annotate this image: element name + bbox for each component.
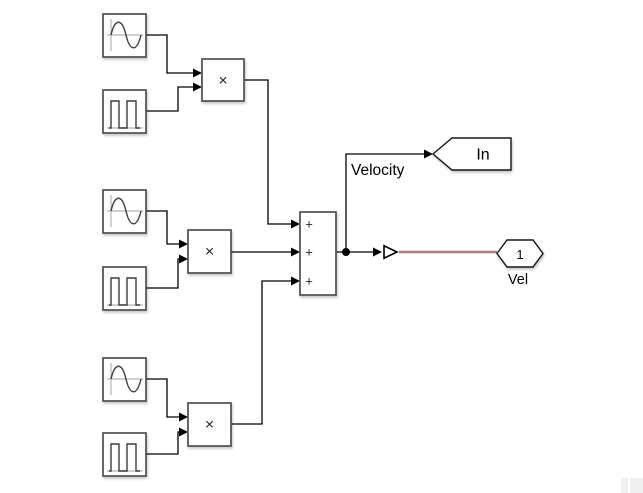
pulse-generator-block-2[interactable] — [102, 266, 147, 311]
sum-plus-input-3: + — [305, 274, 313, 289]
sine-wave-block-2[interactable] — [102, 189, 147, 234]
product-block-2[interactable]: × — [187, 229, 232, 274]
pulse-generator-block-1[interactable] — [102, 89, 147, 134]
arrowhead — [193, 82, 202, 92]
branch-point[interactable] — [342, 248, 350, 256]
outport-number: 1 — [516, 247, 523, 262]
wire-sine1-to-product1[interactable] — [146, 34, 194, 74]
wire-pulse3-to-product3[interactable] — [146, 431, 180, 455]
arrowhead — [179, 412, 188, 422]
arrowhead — [193, 68, 202, 78]
arrowhead — [291, 219, 300, 229]
outport-signal — [383, 244, 497, 260]
signal-label-velocity[interactable]: Velocity — [351, 162, 405, 179]
outport-block[interactable]: 1 — [496, 239, 544, 268]
watermark-fragment-2 — [630, 478, 643, 493]
goto-tag-label: In — [476, 147, 489, 164]
product-block-3[interactable]: × — [187, 402, 232, 447]
product-symbol: × — [218, 73, 227, 90]
arrowhead — [291, 276, 300, 286]
wire-sine3-to-product3[interactable] — [146, 378, 180, 418]
goto-tag-in[interactable]: In — [431, 137, 512, 171]
product-symbol: × — [205, 244, 214, 261]
product-symbol: × — [205, 417, 214, 434]
arrowhead — [179, 254, 188, 264]
watermark-fragment-1 — [621, 478, 628, 493]
hollow-arrow-icon — [383, 244, 399, 260]
wire-product3-to-sum[interactable] — [231, 280, 293, 425]
wire-branch-to-goto-tag[interactable] — [345, 153, 426, 252]
wires — [146, 34, 426, 455]
wire-pulse1-to-product1[interactable] — [146, 86, 194, 112]
arrowhead — [179, 427, 188, 437]
arrowhead — [291, 247, 300, 257]
sum-block[interactable]: + + + — [299, 211, 337, 296]
wire-sine2-to-product2[interactable] — [146, 210, 180, 245]
outport-name-label[interactable]: Vel — [508, 272, 528, 288]
sum-plus-input-2: + — [305, 245, 313, 260]
wire-product1-to-sum[interactable] — [244, 79, 293, 225]
wire-pulse2-to-product2[interactable] — [146, 258, 180, 289]
arrowhead — [179, 239, 188, 249]
arrowhead — [424, 149, 433, 159]
arrowheads — [179, 68, 433, 437]
sine-wave-block-1[interactable] — [102, 13, 147, 58]
arrowhead — [373, 247, 382, 257]
product-block-1[interactable]: × — [201, 58, 245, 102]
sine-wave-block-3[interactable] — [102, 357, 147, 402]
pulse-generator-block-3[interactable] — [102, 432, 147, 477]
sum-plus-input-1: + — [305, 217, 313, 232]
